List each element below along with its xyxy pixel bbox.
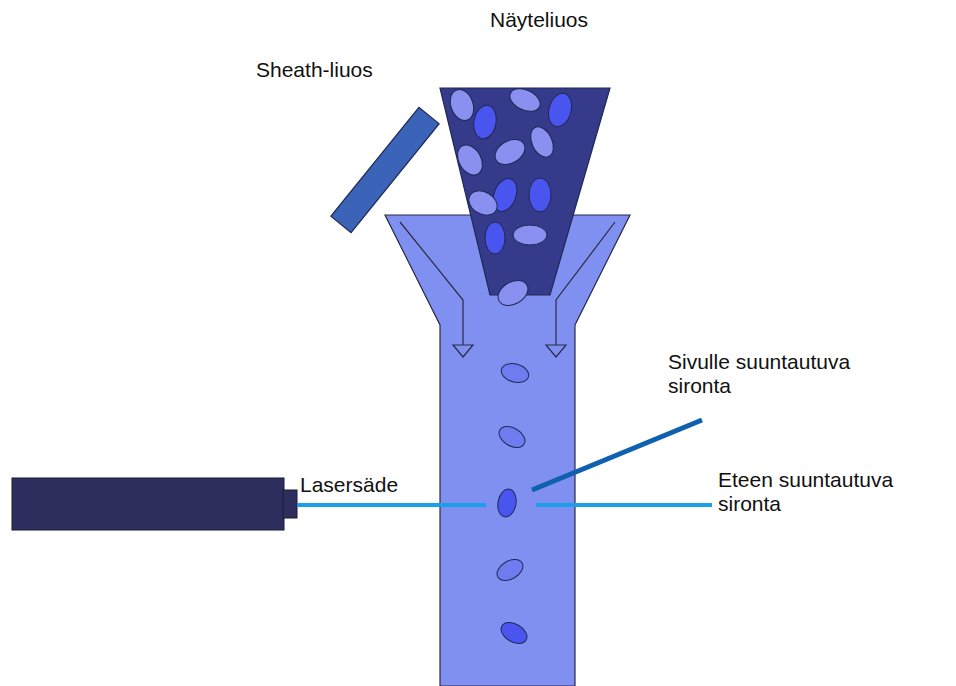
laser-body xyxy=(12,478,284,530)
arrowhead xyxy=(546,345,566,357)
forward-scatter-label: Eteen suuntautuva sironta xyxy=(718,468,950,516)
flowing-cells xyxy=(493,361,530,648)
sheath-label: Sheath-liuos xyxy=(256,58,456,82)
side-scatter-label: Sivulle suuntautuva sironta xyxy=(668,350,903,398)
forward-scatter-line xyxy=(536,503,712,507)
laser-label: Lasersäde xyxy=(300,473,470,497)
sheath-flow-arrow xyxy=(400,222,463,345)
laser-nozzle xyxy=(283,490,297,518)
side-scatter-line xyxy=(532,420,702,490)
laser-beam xyxy=(297,503,486,507)
sample-label: Näyteliuos xyxy=(490,8,710,32)
sheath-tube xyxy=(331,107,439,232)
arrowhead xyxy=(453,345,473,357)
flow-cell xyxy=(385,215,630,686)
sample-cells xyxy=(446,84,575,310)
